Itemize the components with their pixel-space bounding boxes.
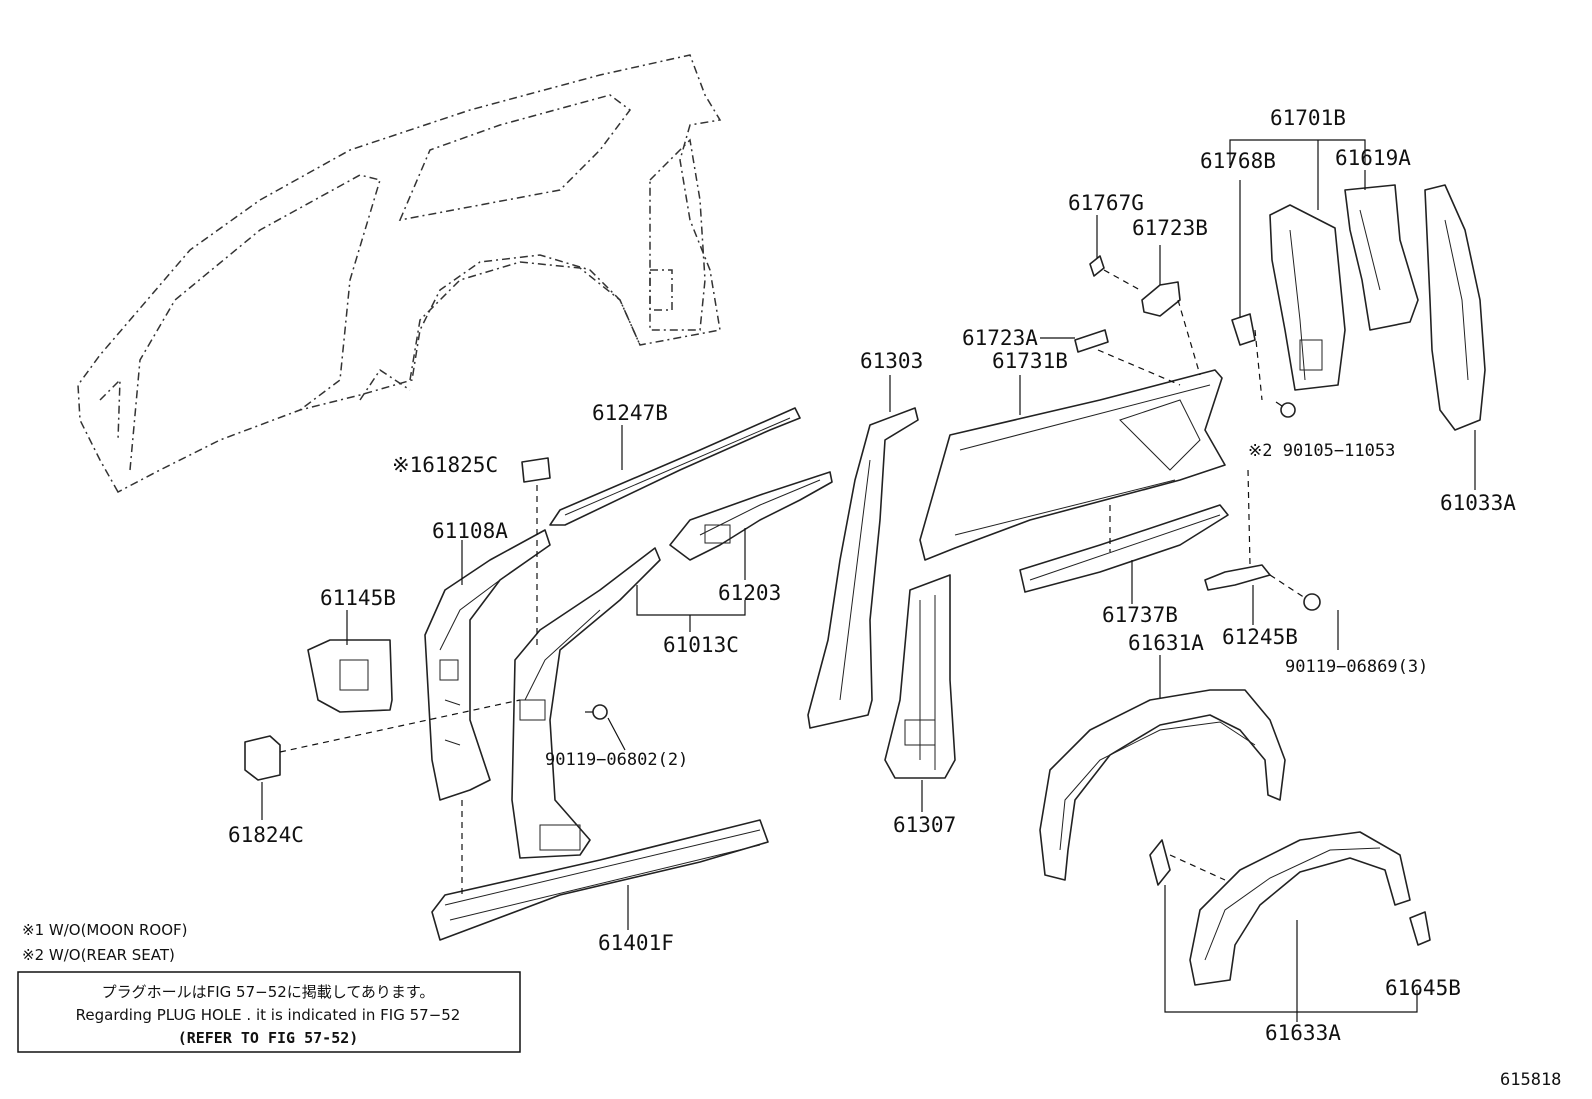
label-61307: 61307: [893, 813, 956, 837]
label-61203: 61203: [718, 581, 781, 605]
info-box-en: Regarding PLUG HOLE . it is indicated in…: [76, 1006, 461, 1024]
label-61768B: 61768B: [1200, 149, 1276, 173]
part-61633A: [1164, 831, 1418, 1022]
diagram-id: 615818: [1500, 1070, 1561, 1090]
part-61401F: [431, 800, 769, 941]
part-61245B: [1204, 469, 1271, 625]
label-61631A: 61631A: [1128, 631, 1204, 655]
part-61767G: [1089, 215, 1141, 291]
label-90119-06802: 90119−06802(2): [545, 750, 688, 770]
label-61767G: 61767G: [1068, 191, 1144, 215]
info-box-jp: プラグホールはFIG 57−52に掲載してあります。: [102, 983, 435, 1001]
footnote-2: ※2 W/O(REAR SEAT): [22, 946, 175, 964]
part-61247B: [549, 407, 801, 526]
label-61701B: 61701B: [1270, 106, 1346, 130]
part-61013C: [511, 547, 661, 859]
part-61701B: [1229, 139, 1366, 391]
part-61737B: [1019, 504, 1229, 604]
part-61824C: [244, 699, 521, 820]
label-61619A: 61619A: [1335, 146, 1411, 170]
label-61401F: 61401F: [598, 931, 674, 955]
part-61631A: [1039, 655, 1286, 881]
bolt-90105-11053: [1275, 401, 1296, 418]
part-61203: [669, 471, 833, 580]
label-61013C: 61013C: [663, 633, 739, 657]
part-61731B: [919, 369, 1226, 561]
label-61245B: 61245B: [1222, 625, 1298, 649]
label-90119-06869: 90119−06869(3): [1285, 657, 1428, 677]
label-61825C: ※161825C: [392, 453, 498, 477]
part-61108A: [424, 529, 551, 801]
footnote-1: ※1 W/O(MOON ROOF): [22, 921, 187, 939]
label-61247B: 61247B: [592, 401, 668, 425]
part-61825C: [521, 457, 551, 650]
part-61645B: [1149, 839, 1431, 946]
bolt-90119-06802: [585, 704, 626, 751]
label-61824C: 61824C: [228, 823, 304, 847]
label-61737B: 61737B: [1102, 603, 1178, 627]
part-61619A: [1344, 170, 1419, 331]
label-61723B: 61723B: [1132, 216, 1208, 240]
part-61307: [884, 574, 956, 812]
label-61303: 61303: [860, 349, 923, 373]
label-61145B: 61145B: [320, 586, 396, 610]
label-61033A: 61033A: [1440, 491, 1516, 515]
part-61033A: [1424, 184, 1486, 490]
part-61303: [807, 375, 919, 729]
part-61723A: [1040, 329, 1181, 386]
label-61731B: 61731B: [992, 349, 1068, 373]
info-box-ref: (REFER TO FIG 57-52): [178, 1029, 359, 1047]
label-61633A: 61633A: [1265, 1021, 1341, 1045]
label-90105-11053: ※2 90105−11053: [1248, 441, 1395, 461]
label-61723A: 61723A: [962, 326, 1038, 350]
info-box: プラグホールはFIG 57−52に掲載してあります。 Regarding PLU…: [17, 971, 521, 1053]
part-61723B: [1141, 245, 1201, 376]
bracket-61013C: [636, 585, 746, 616]
label-61645B: 61645B: [1385, 976, 1461, 1000]
part-61768B: [1231, 180, 1263, 401]
label-61108A: 61108A: [432, 519, 508, 543]
bolt-90119-06869: [1269, 574, 1339, 650]
part-61145B: [307, 610, 393, 713]
body-side-outline: [77, 54, 722, 494]
